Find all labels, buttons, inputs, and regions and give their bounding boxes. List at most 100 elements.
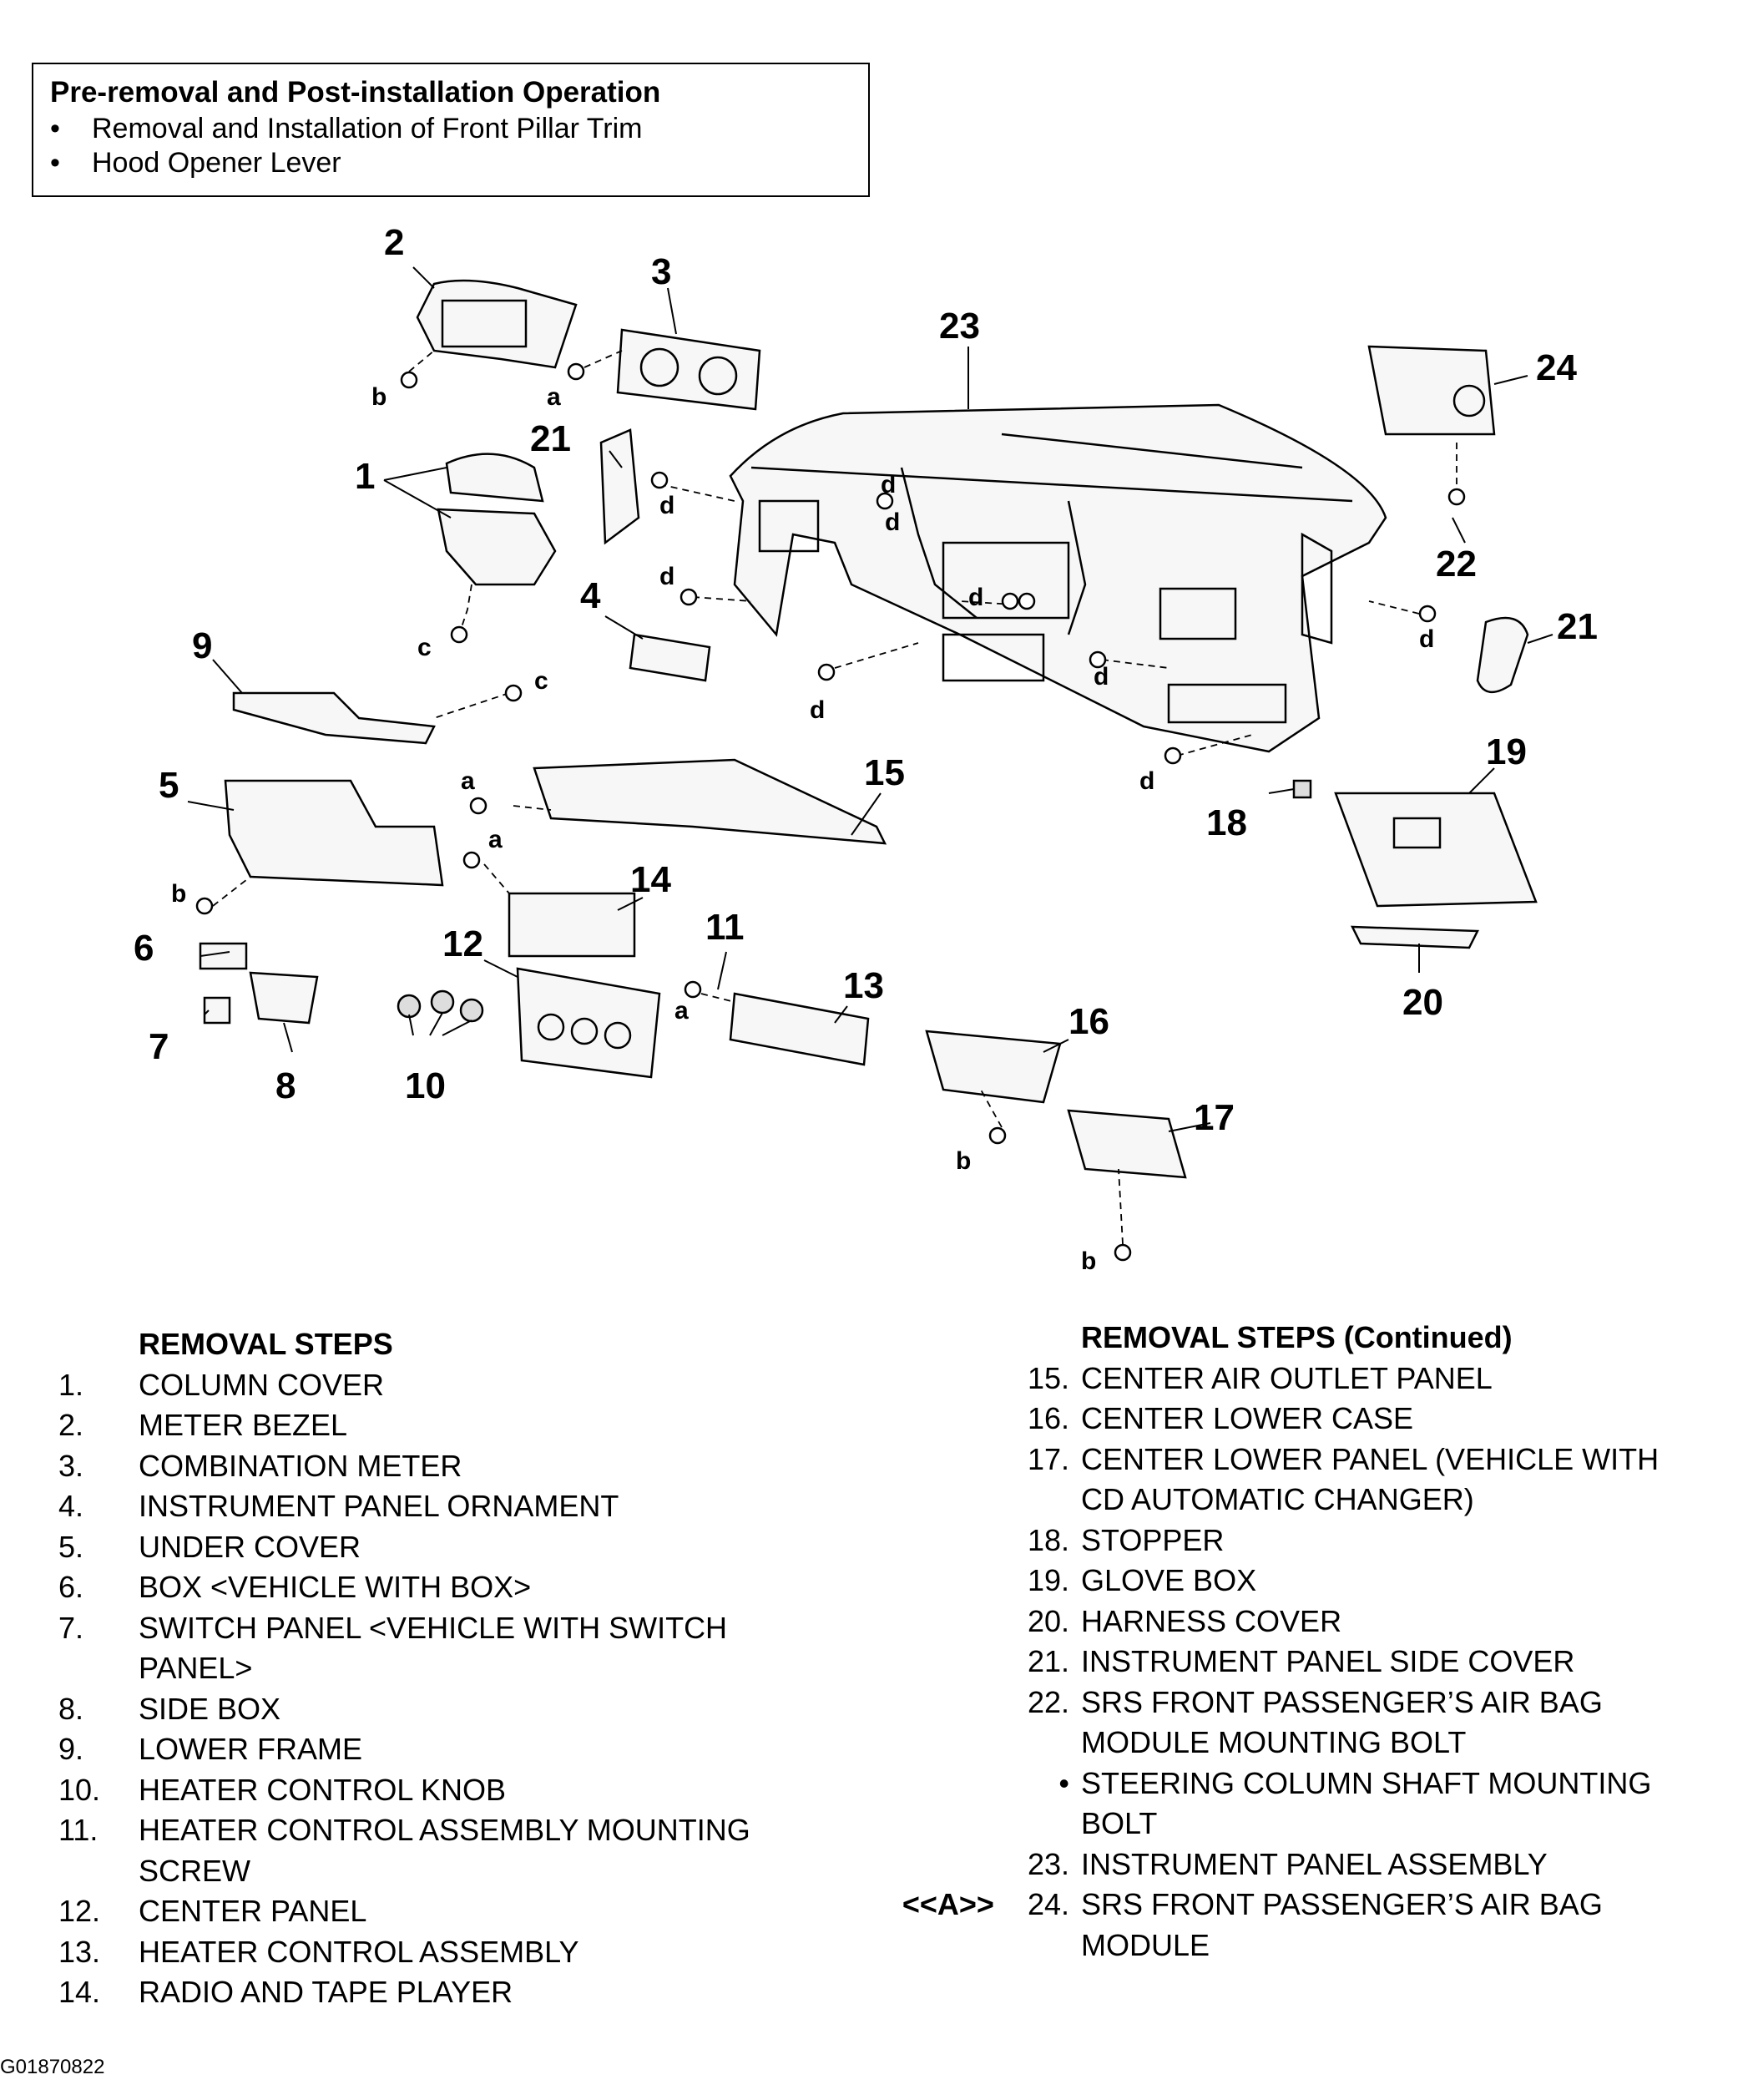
step-row: 14.RADIO AND TAPE PLAYER [58,1975,513,2009]
removal-steps-continued-heading: REMOVAL STEPS (Continued) [1081,1320,1513,1354]
step-row: 21.INSTRUMENT PANEL SIDE COVER [1027,1644,1575,1678]
fastener-label-b: b [371,383,386,411]
callout-8: 8 [275,1065,296,1106]
fastener-label-b: b [956,1147,971,1175]
callout-18: 18 [1206,802,1247,843]
step-row: 12.CENTER PANEL [58,1894,367,1928]
step-row: •STEERING COLUMN SHAFT MOUNTING BOLT [1058,1765,1652,1841]
fastener-label-a: a [488,826,503,853]
lower-frame [232,691,436,745]
fastener-label-d: d [810,696,825,724]
leader-lines [187,266,1553,1132]
pre-operation-title: Pre-removal and Post-installation Operat… [50,76,661,109]
heater-control-assembly [729,992,870,1066]
side-cover-right [1476,616,1529,693]
center-air-outlet-panel [533,758,887,845]
step-row: 3.COMBINATION METER [58,1448,462,1483]
figure-id: G01870822 [0,2056,105,2078]
fastener-label-a: a [547,383,561,411]
callout-16: 16 [1068,1001,1109,1042]
step-row: <<A>>24.SRS FRONT PASSENGER’S AIR BAG MO… [902,1887,1603,1962]
callout-15: 15 [864,752,905,793]
harness-cover [1350,925,1479,949]
fastener-label-d: d [881,471,896,498]
step-row: 22.SRS FRONT PASSENGER’S AIR BAG MODULE … [1027,1684,1603,1760]
column-cover [437,453,557,586]
fastener-dash-lines [212,350,1457,1245]
callout-13: 13 [843,965,884,1006]
callout-12: 12 [442,923,483,964]
bullet-icon: • [50,113,60,144]
step-row: 9.LOWER FRAME [58,1732,363,1766]
step-row: 23.INSTRUMENT PANEL ASSEMBLY [1027,1846,1548,1881]
side-cover-left [599,428,640,545]
step-row: 2.METER BEZEL [58,1408,348,1442]
step-row: 4.INSTRUMENT PANEL ORNAMENT [58,1489,619,1523]
fasteners [195,362,1466,1262]
fastener-label-d: d [1419,625,1434,653]
step-row: 13.HEATER CONTROL ASSEMBLY [58,1934,579,1969]
removal-steps-heading: REMOVAL STEPS [139,1327,393,1361]
step-row: 8.SIDE BOX [58,1691,281,1726]
fastener-label-d: d [659,492,674,519]
step-row: 17.CENTER LOWER PANEL (VEHICLE WITH CD A… [1027,1441,1660,1517]
fastener-label-d: d [1094,663,1109,691]
step-row: 18.STOPPER [1027,1522,1225,1557]
callout-4: 4 [580,575,601,616]
air-bag-module [1367,345,1496,436]
bullet-icon: • [50,147,60,179]
radio-tape-player [508,892,636,958]
fastener-label-c: c [417,634,432,661]
meter-bezel [416,279,578,369]
exploded-view-diagram [187,266,1553,1262]
instrument-panel-assembly [729,403,1387,753]
step-row: 6.BOX <VEHICLE WITH BOX> [58,1570,532,1604]
fastener-label-c: c [534,667,548,695]
glove-box [1334,792,1538,908]
callout-21-left: 21 [530,418,571,459]
callout-9: 9 [192,625,212,666]
step-row: 5.UNDER COVER [58,1529,361,1564]
fastener-label-b: b [1081,1247,1096,1275]
fastener-label-d: d [1139,767,1154,795]
fastener-label-a: a [674,997,689,1025]
pre-operation-item: •Removal and Installation of Front Pilla… [50,113,643,144]
removal-steps-left: REMOVAL STEPS 1.COLUMN COVER 2.METER BEZ… [58,1324,860,2013]
callout-10: 10 [405,1065,446,1106]
step-row: 19.GLOVE BOX [1027,1563,1257,1597]
center-lower-case [925,1030,1062,1104]
fastener-label-b: b [171,880,186,908]
center-panel [516,967,661,1079]
pre-operation-item: •Hood Opener Lever [50,147,341,179]
step-row: 10.HEATER CONTROL KNOB [58,1772,507,1807]
center-lower-panel [1067,1109,1187,1179]
callout-7: 7 [149,1026,169,1067]
callout-23: 23 [939,306,980,347]
pre-operation-box: Pre-removal and Post-installation Operat… [32,63,870,197]
callout-24: 24 [1536,347,1577,388]
step-row: 20.HARNESS COVER [1027,1603,1342,1638]
callout-20: 20 [1402,982,1443,1023]
callout-layer: 1 2 3 4 5 6 7 8 9 10 11 12 13 14 15 16 1… [134,222,1598,1275]
callout-11: 11 [705,907,745,948]
callout-14: 14 [630,859,671,900]
callout-17: 17 [1194,1097,1235,1138]
step-row: 7.SWITCH PANEL <VEHICLE WITH SWITCH PANE… [58,1610,728,1686]
fastener-label-d: d [968,584,983,611]
callout-6: 6 [134,928,154,969]
step-row: 11.HEATER CONTROL ASSEMBLY MOUNTING SCRE… [58,1813,750,1888]
under-cover [224,779,444,887]
callout-3: 3 [651,251,671,292]
instrument-panel-ornament [629,633,711,682]
fastener-label-d: d [885,509,900,536]
removal-steps-right: REMOVAL STEPS (Continued) 15.CENTER AIR … [889,1318,1749,1966]
callout-5: 5 [159,765,179,806]
callout-22: 22 [1436,544,1477,584]
fastener-label-a: a [461,767,475,795]
step-row: 15.CENTER AIR OUTLET PANEL [1027,1360,1493,1395]
side-box [249,971,319,1025]
callout-21-right: 21 [1557,606,1598,647]
fastener-label-d: d [659,563,674,590]
callout-19: 19 [1486,731,1527,772]
